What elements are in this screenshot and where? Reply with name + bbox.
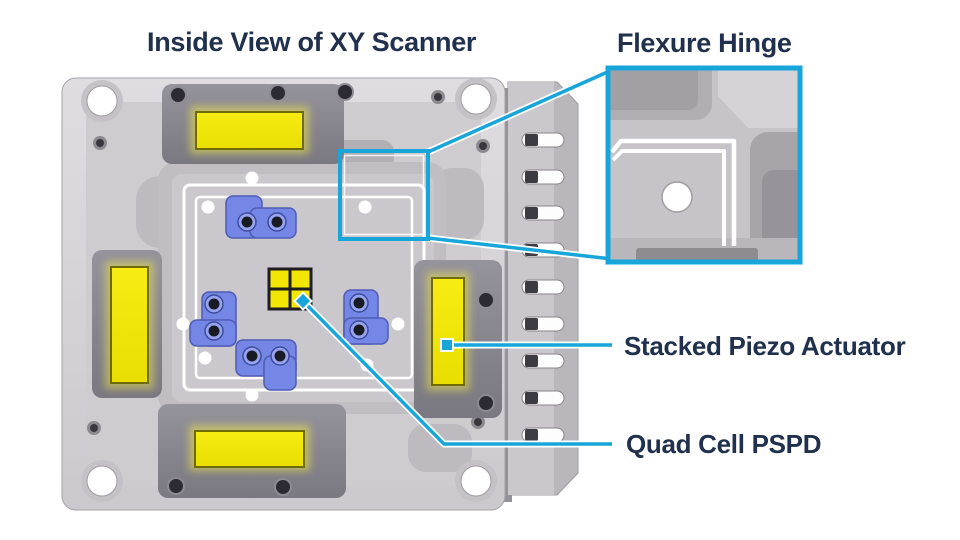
screw-head (167, 477, 185, 495)
actuator-housing-top (162, 83, 354, 164)
clamp-bottom (235, 339, 297, 391)
inset-border (605, 65, 803, 265)
side-wall-slot (521, 353, 565, 369)
callout-quad-cell (293, 291, 612, 448)
inset-flexure-slit-inner (611, 149, 726, 246)
actuator-housing-left (92, 250, 162, 398)
diagram-title: Inside View of XY Scanner (147, 27, 477, 57)
screw-hole (87, 421, 101, 435)
callout-line-quad-cell (301, 299, 612, 446)
flexure-hinge-inset (605, 65, 803, 265)
inset-flexure-slit-outer (610, 138, 737, 246)
pocket (408, 424, 472, 472)
clamp-top (225, 195, 297, 239)
side-wall-slot (521, 169, 565, 185)
screw-hole (471, 415, 485, 429)
side-wall-slot (521, 205, 565, 221)
corner-hole (455, 460, 497, 502)
piezo-actuator-top (195, 111, 304, 150)
clamp-right (343, 289, 389, 345)
callout-marker-quad-cell (293, 291, 313, 311)
actuator-housing-bottom (158, 404, 346, 498)
actuator-housing-right (414, 260, 502, 418)
screw-hole (476, 139, 490, 153)
side-wall-slot (521, 316, 565, 332)
side-wall-slot (521, 279, 565, 295)
side-wall-slot (521, 427, 565, 443)
side-wall (498, 81, 579, 502)
screw-head (336, 83, 354, 101)
side-wall-slot (521, 132, 565, 148)
flexure-pivot-holes (176, 171, 405, 402)
flexure-hinge-highlight-box (338, 149, 430, 241)
side-wall-slot (521, 390, 565, 406)
inset-pivot-hole (661, 181, 693, 213)
screw-head (169, 86, 187, 104)
screw-hole (431, 90, 445, 104)
inset-connector-lines (424, 66, 616, 263)
inset-block (718, 68, 800, 128)
corner-hole (81, 80, 123, 122)
callout-marker-stacked-piezo (440, 338, 454, 352)
piezo-actuator-right (431, 277, 465, 386)
callout-stacked-piezo (440, 338, 612, 352)
inset-connector-line-top (426, 68, 614, 154)
label-quad-cell-pspd: Quad Cell PSPD (626, 429, 822, 459)
screw-hole (93, 136, 107, 150)
corner-hole (455, 78, 497, 120)
screw-head (477, 291, 495, 309)
inset-connector-line-bottom (426, 236, 614, 261)
piezo-actuator-bottom (194, 430, 305, 468)
screw-head (274, 478, 292, 496)
screw-head (269, 84, 287, 102)
label-flexure-hinge: Flexure Hinge (617, 28, 792, 58)
clamp-left (189, 291, 237, 347)
side-wall-slots (521, 132, 565, 443)
corner-hole (81, 460, 123, 502)
piezo-actuator-left (110, 266, 149, 384)
screw-head (477, 394, 495, 412)
label-stacked-piezo-actuator: Stacked Piezo Actuator (624, 331, 906, 361)
flexure-slit-inner (194, 195, 414, 380)
